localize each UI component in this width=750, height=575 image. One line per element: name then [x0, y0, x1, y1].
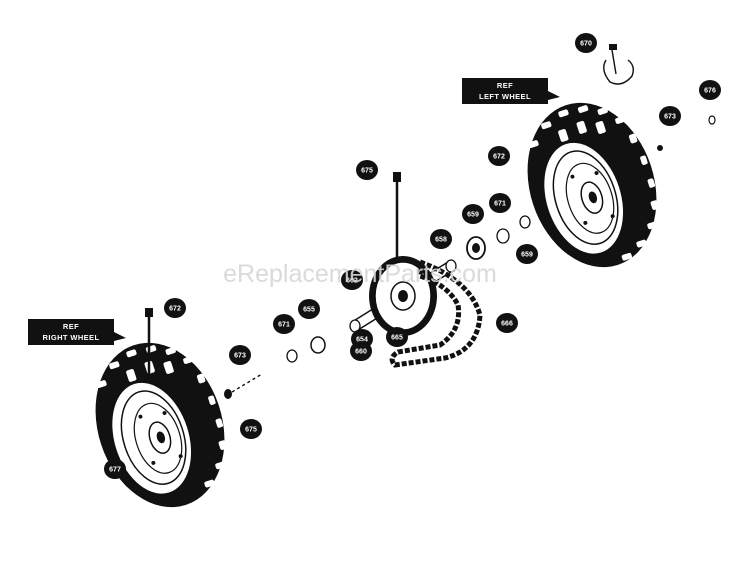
svg-text:662: 662: [346, 278, 358, 285]
svg-text:675: 675: [245, 427, 257, 434]
callout: 672: [164, 298, 186, 318]
svg-text:665: 665: [391, 335, 403, 342]
svg-text:659: 659: [467, 212, 479, 219]
callout: 676: [699, 80, 721, 100]
callout: 662: [341, 270, 363, 290]
callout: 672: [488, 146, 510, 166]
callout: 675: [356, 160, 378, 180]
svg-text:671: 671: [494, 201, 506, 208]
svg-text:671: 671: [278, 322, 290, 329]
callout: 655: [298, 299, 320, 319]
callout: 673: [229, 345, 251, 365]
svg-text:675: 675: [361, 168, 373, 175]
callout: 671: [273, 314, 295, 334]
callout: 659: [516, 244, 538, 264]
callout: 659: [462, 204, 484, 224]
callout: 677: [104, 459, 126, 479]
callout: 675: [240, 419, 262, 439]
svg-text:658: 658: [435, 237, 447, 244]
callout: 670: [575, 33, 597, 53]
svg-text:655: 655: [303, 307, 315, 314]
callout: 658: [430, 229, 452, 249]
svg-text:673: 673: [234, 353, 246, 360]
label-right-wheel-line-2: RIGHT WHEEL: [43, 333, 100, 342]
svg-text:654: 654: [356, 337, 368, 344]
callout: 666: [496, 313, 518, 333]
right-wheel: [95, 342, 227, 508]
label-right-wheel: REF RIGHT WHEEL: [28, 319, 126, 345]
label-left-wheel: REF LEFT WHEEL: [462, 78, 560, 104]
callout: 673: [659, 106, 681, 126]
callouts: 670 676 673 672 675 671 659 658 659 662 …: [104, 33, 721, 479]
svg-text:676: 676: [704, 88, 716, 95]
svg-text:672: 672: [169, 306, 181, 313]
left-wheel: [527, 102, 659, 268]
svg-text:666: 666: [501, 321, 513, 328]
callout: 665: [386, 327, 408, 347]
axle-assembly: [145, 44, 716, 399]
label-right-wheel-line-1: REF: [63, 322, 79, 331]
svg-text:677: 677: [109, 467, 121, 474]
svg-text:670: 670: [580, 41, 592, 48]
callout: 671: [489, 193, 511, 213]
label-left-wheel-line-1: REF: [497, 81, 513, 90]
svg-text:660: 660: [355, 349, 367, 356]
watermark-text: eReplacementParts.com: [223, 260, 497, 288]
callout: 660: [350, 341, 372, 361]
svg-text:672: 672: [493, 154, 505, 161]
label-left-wheel-line-2: LEFT WHEEL: [479, 92, 531, 101]
svg-text:659: 659: [521, 252, 533, 259]
svg-text:673: 673: [664, 114, 676, 121]
